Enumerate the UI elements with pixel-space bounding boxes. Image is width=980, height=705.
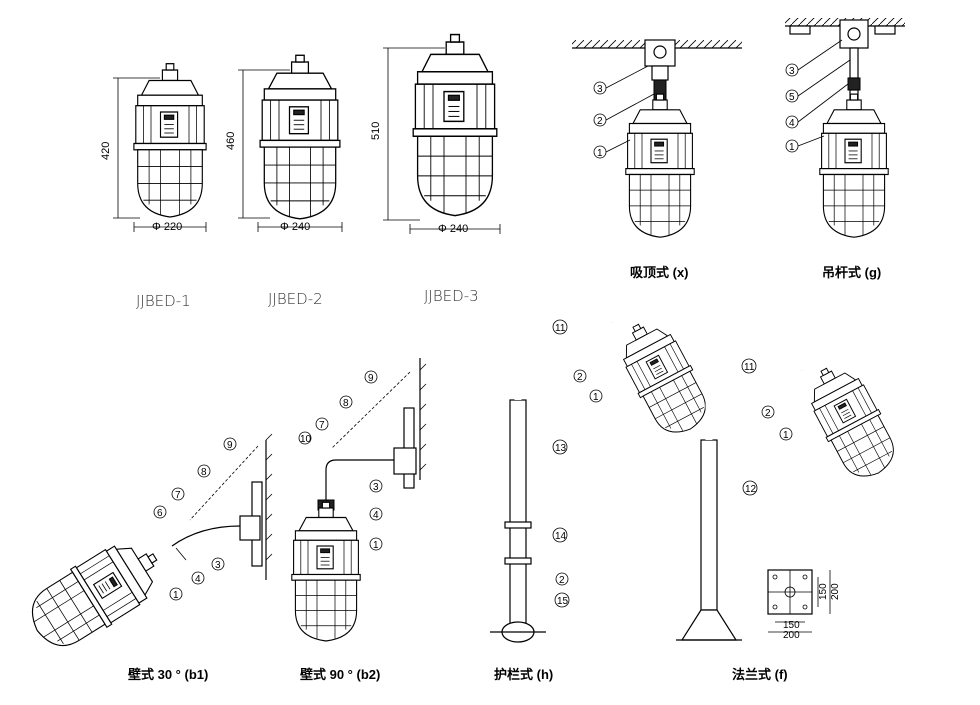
model-jjbed-1-drawing xyxy=(113,63,207,232)
pendant-mount-drawing xyxy=(785,18,905,238)
svg-text:3: 3 xyxy=(789,66,795,77)
svg-text:11: 11 xyxy=(744,362,755,373)
model-2-height: 460 xyxy=(225,132,237,150)
caption-pendant: 吊杆式 (g) xyxy=(822,265,881,280)
svg-text:2: 2 xyxy=(559,575,565,586)
model-jjbed-3-drawing xyxy=(383,33,501,234)
svg-text:12: 12 xyxy=(745,484,757,495)
model-3-diameter: Φ 240 xyxy=(438,223,468,235)
flange-height-outer: 200 xyxy=(830,583,841,600)
flange-width-inner: 150 xyxy=(783,620,800,631)
svg-text:10: 10 xyxy=(300,434,312,445)
svg-text:4: 4 xyxy=(195,574,201,585)
svg-text:1: 1 xyxy=(593,392,599,403)
svg-text:7: 7 xyxy=(175,490,181,501)
caption-flange: 法兰式 (f) xyxy=(732,667,788,682)
wall90-mount-drawing xyxy=(291,358,427,642)
svg-text:1: 1 xyxy=(783,430,789,441)
caption-ceiling: 吸顶式 (x) xyxy=(630,265,689,280)
svg-text:3: 3 xyxy=(373,482,379,493)
caption-rail: 护栏式 (h) xyxy=(494,667,553,682)
svg-text:15: 15 xyxy=(557,596,569,607)
svg-text:7: 7 xyxy=(319,420,325,431)
model-1-label: JJBED-1 xyxy=(136,292,191,310)
svg-text:1: 1 xyxy=(597,148,603,159)
svg-text:4: 4 xyxy=(373,510,379,521)
model-2-label: JJBED-2 xyxy=(268,290,323,308)
model-2-diameter: Φ 240 xyxy=(280,221,310,233)
svg-text:1: 1 xyxy=(373,540,379,551)
svg-text:1: 1 xyxy=(173,590,179,601)
svg-text:2: 2 xyxy=(597,116,603,127)
model-1-height: 420 xyxy=(100,142,112,160)
flange-mount-drawing xyxy=(676,321,906,641)
svg-text:9: 9 xyxy=(227,440,233,451)
flange-callouts: 11 2 1 12 xyxy=(741,358,793,496)
svg-text:9: 9 xyxy=(368,373,374,384)
caption-wall-30: 壁式 30 ° (b1) xyxy=(128,667,208,682)
svg-text:4: 4 xyxy=(789,118,795,129)
ceiling-callouts: 3 2 1 xyxy=(593,81,607,159)
wall90-callouts: 9 8 7 10 3 4 1 xyxy=(298,370,383,551)
svg-text:6: 6 xyxy=(157,508,163,519)
svg-text:1: 1 xyxy=(789,142,795,153)
wall30-mount-drawing xyxy=(18,433,273,661)
svg-text:2: 2 xyxy=(765,408,771,419)
caption-wall-90: 壁式 90 ° (b2) xyxy=(300,667,380,682)
svg-text:8: 8 xyxy=(201,467,207,478)
svg-text:3: 3 xyxy=(215,560,221,571)
svg-text:11: 11 xyxy=(555,323,566,334)
model-3-height: 510 xyxy=(370,122,382,140)
model-jjbed-2-drawing xyxy=(238,54,343,232)
svg-text:13: 13 xyxy=(555,443,567,454)
flange-height-inner: 150 xyxy=(818,583,829,600)
svg-text:3: 3 xyxy=(597,84,603,95)
svg-text:2: 2 xyxy=(577,372,583,383)
flange-width-outer: 200 xyxy=(783,630,800,641)
ceiling-mount-drawing xyxy=(572,39,742,238)
svg-text:8: 8 xyxy=(343,398,349,409)
rail-callouts: 11 2 1 13 14 2 15 xyxy=(552,319,603,608)
svg-text:5: 5 xyxy=(789,92,795,103)
pendant-callouts: 3 5 4 1 xyxy=(785,63,799,153)
model-3-label: JJBED-3 xyxy=(424,287,479,305)
wall30-callouts: 9 8 7 6 3 4 1 xyxy=(153,437,237,601)
svg-text:14: 14 xyxy=(555,531,567,542)
model-1-diameter: Φ 220 xyxy=(152,221,182,233)
rail-mount-drawing xyxy=(490,276,718,643)
